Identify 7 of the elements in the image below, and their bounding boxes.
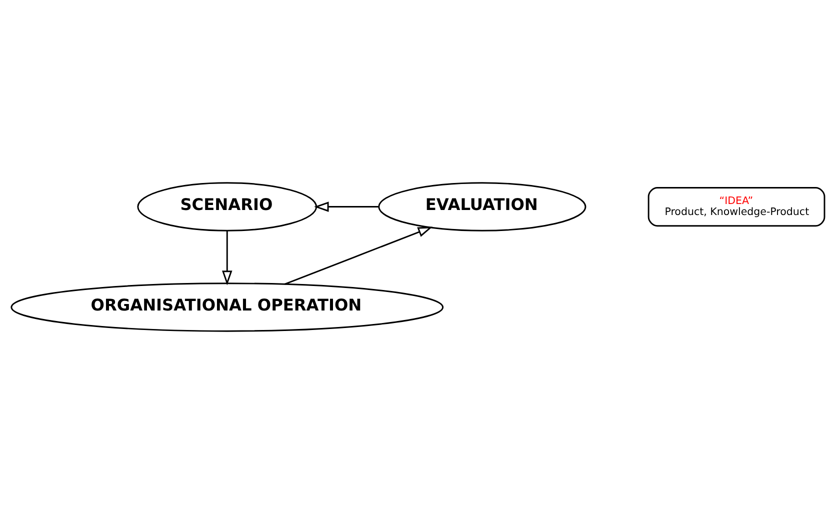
- node-ellipse: ORGANISATIONAL OPERATION: [10, 282, 444, 332]
- arrow: [222, 230, 232, 285]
- node-ellipse: SCENARIO: [137, 182, 318, 231]
- arrow: [284, 226, 433, 284]
- node-ellipse: EVALUATION: [378, 182, 586, 231]
- arrow: [314, 201, 379, 212]
- node-box: “IDEA” Product, Knowledge-Product: [648, 186, 826, 226]
